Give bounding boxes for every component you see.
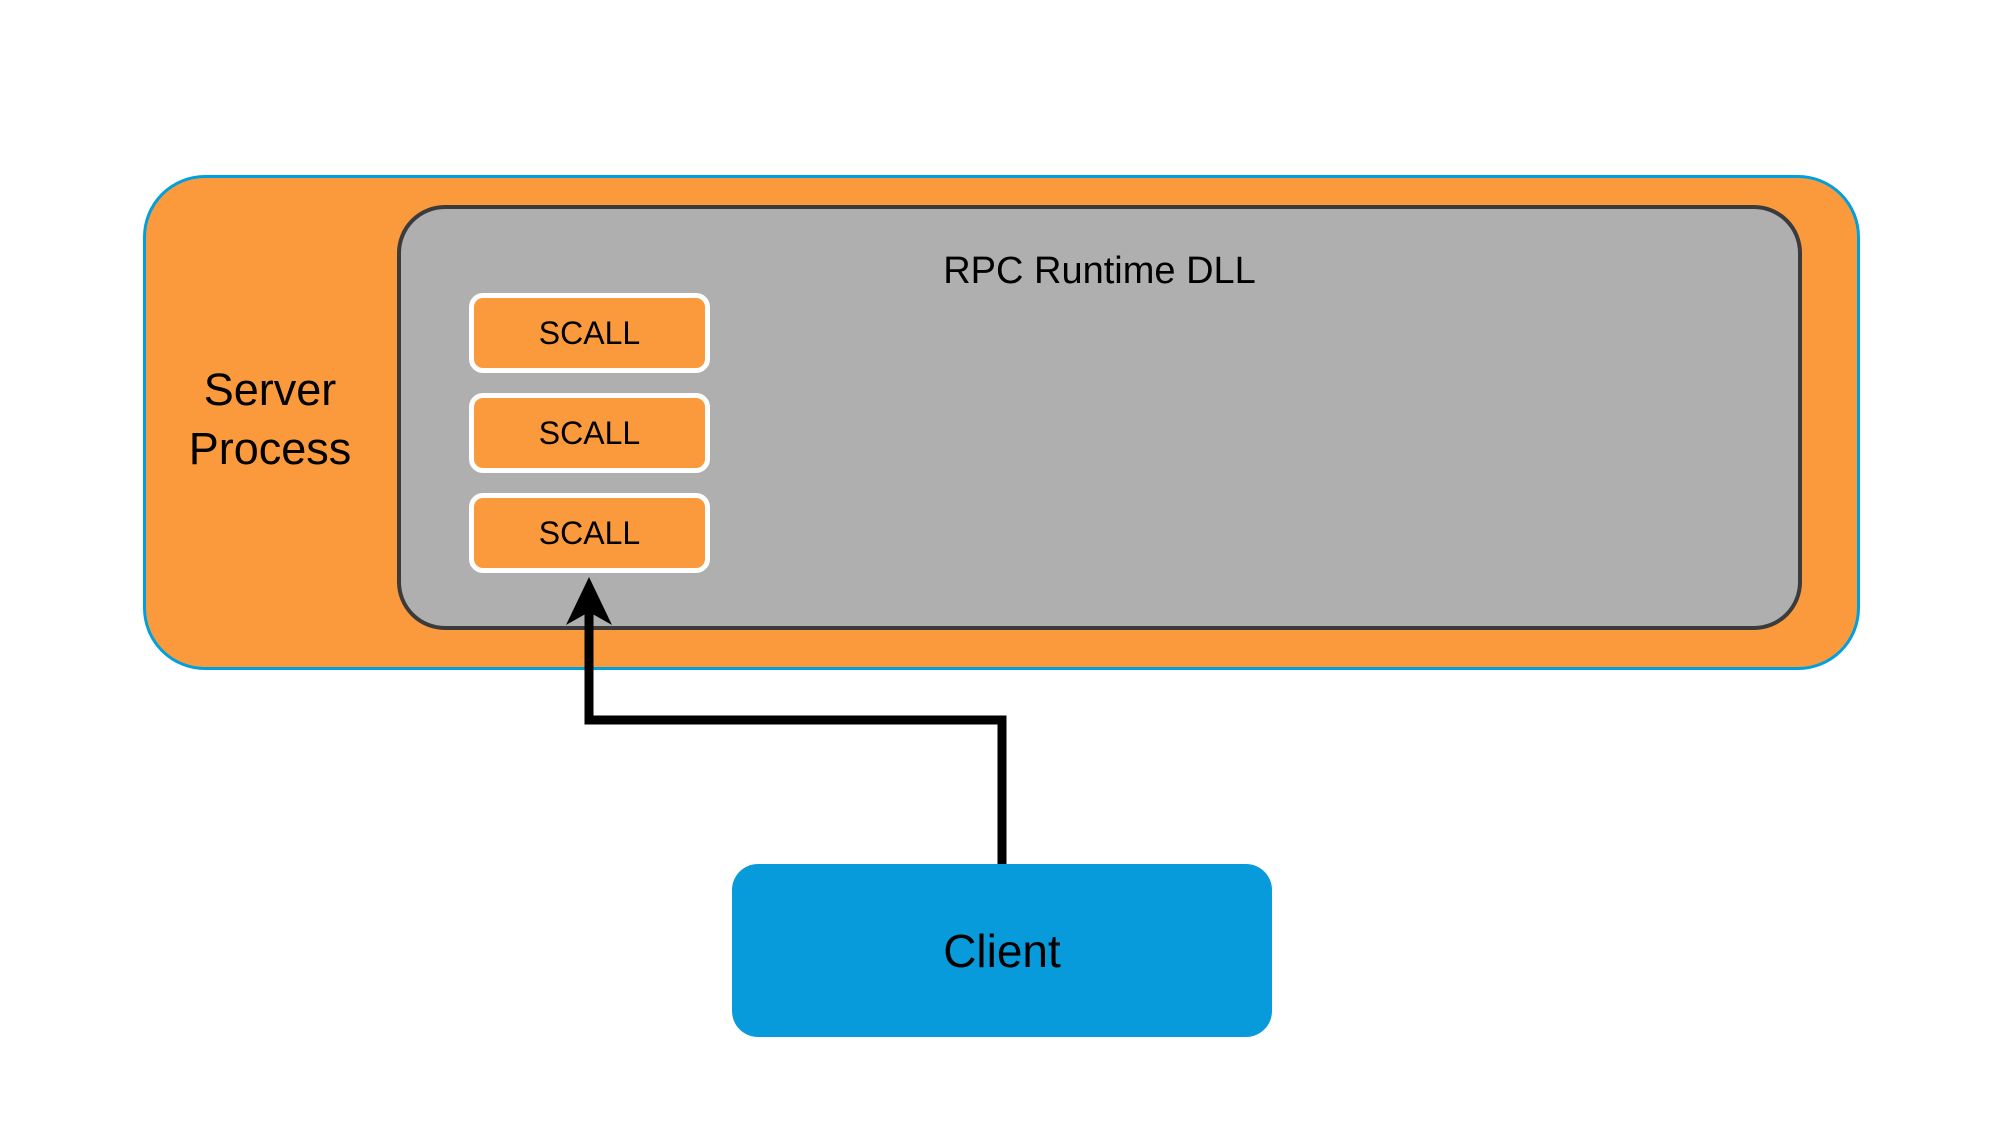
server-process-label: Server Process [188,364,352,475]
rpc-runtime-dll-title: RPC Runtime DLL [943,250,1256,292]
scall-box-3[interactable]: SCALL [469,493,710,573]
scall-box-1[interactable]: SCALL [469,293,710,373]
client-box[interactable]: Client [732,864,1272,1037]
scall-box-2[interactable]: SCALL [469,393,710,473]
